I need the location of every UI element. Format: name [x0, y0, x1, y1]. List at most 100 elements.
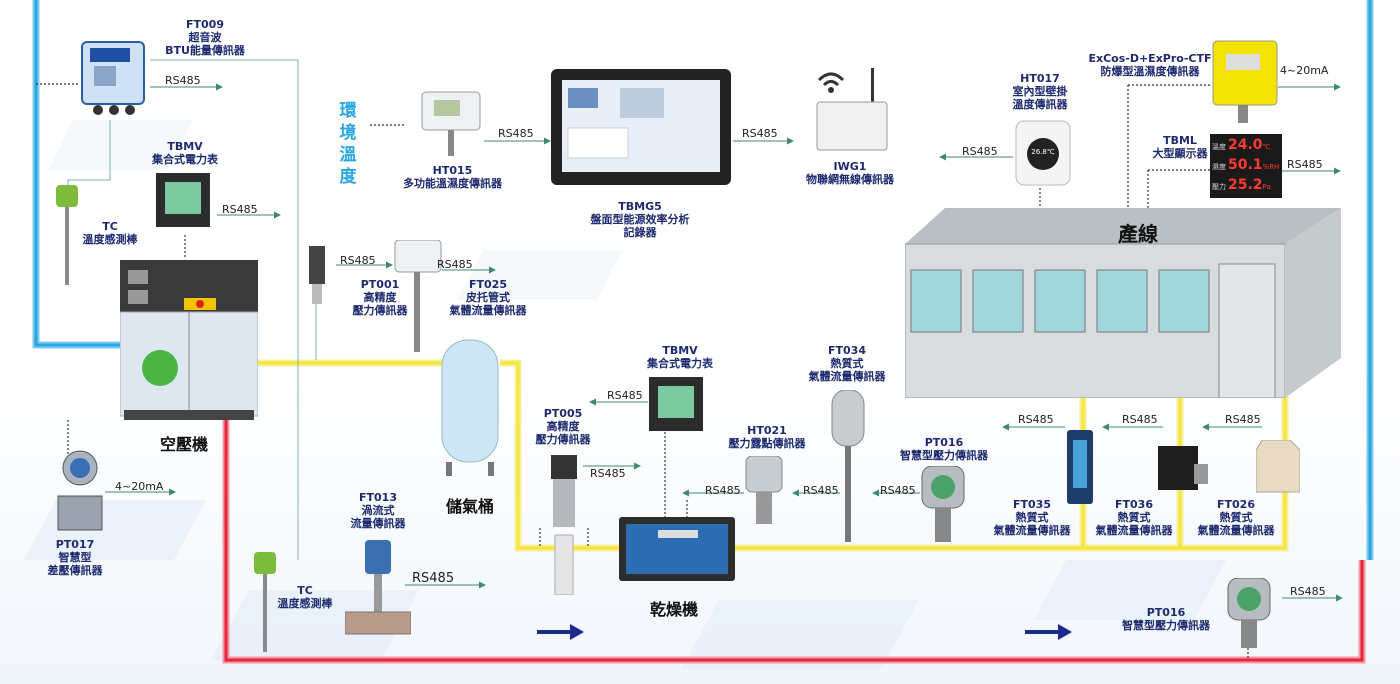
label-line: 防爆型溫濕度傳訊器: [1100, 65, 1200, 78]
label-line: 熱質式: [1117, 511, 1151, 524]
label-line: 室內型壁掛: [1012, 85, 1068, 98]
signal-rs485: RS485: [222, 203, 258, 216]
tc-probe-1: [52, 185, 82, 285]
label-line: 氣體流量傳訊器: [1197, 524, 1275, 537]
label-pt001: PT001 高精度 壓力傳訊器: [345, 278, 415, 317]
label-line: PT005: [543, 407, 583, 420]
signal-rs485: RS485: [165, 74, 201, 87]
label-line: 差壓傳訊器: [47, 564, 103, 577]
label-line: 大型顯示器: [1152, 147, 1208, 160]
pt016-pressure-transmitter-b: [1226, 577, 1272, 650]
label-line: FT034: [828, 344, 866, 357]
signal-4-20ma: 4~20mA: [1280, 64, 1329, 77]
label-line: 流量傳訊器: [350, 517, 406, 530]
ht015-transmitter: [418, 88, 484, 158]
pt005-pressure-transmitter: [547, 455, 581, 596]
ht017-wall-temp-transmitter: 26.8℃: [1015, 120, 1071, 186]
label-line: 壓力傳訊器: [535, 433, 591, 446]
label-line: IWG1: [833, 160, 867, 173]
label-line: 物聯網無線傳訊器: [806, 173, 894, 186]
signal-rs485: RS485: [1122, 413, 1158, 426]
label-line: 熱質式: [1015, 511, 1049, 524]
label-line: HT017: [1020, 72, 1060, 85]
label-line: PT016: [924, 436, 964, 449]
ft035-thermal-flow-transmitter: [1065, 430, 1095, 504]
label-ht017: HT017 室內型壁掛 溫度傳訊器: [990, 72, 1090, 111]
label-line: 度: [339, 167, 357, 187]
label-line: TC: [297, 584, 313, 597]
flow-arrow: [537, 624, 1072, 640]
label-line: 智慧型壓力傳訊器: [1122, 619, 1210, 632]
label-line: BTU能量傳訊器: [165, 44, 245, 57]
tbmv-power-meter-1: [155, 172, 211, 228]
ft034-thermal-flow-transmitter: [830, 389, 866, 546]
label-line: 超音波: [188, 31, 222, 44]
signal-rs485: RS485: [412, 571, 455, 586]
signal-rs485: RS485: [962, 145, 998, 158]
label-pt016-a: PT016 智慧型壓力傳訊器: [888, 436, 1000, 462]
ft026-thermal-flow-transmitter: [1255, 439, 1301, 496]
label-line: 溫度感測棒: [277, 597, 333, 610]
signal-rs485: RS485: [803, 484, 839, 497]
label-line: 熱質式: [830, 357, 864, 370]
label-line: PT016: [1146, 606, 1186, 619]
label-line: TBML: [1163, 134, 1197, 147]
signal-rs485: RS485: [1287, 158, 1323, 171]
label-tbml: TBML 大型顯示器: [1150, 134, 1210, 160]
label-line: 熱質式: [1219, 511, 1253, 524]
label-ht021: HT021 壓力露點傳訊器: [712, 424, 822, 450]
production-line: [904, 208, 1341, 399]
label-line: 溫度感測棒: [82, 233, 138, 246]
label-line: TBMV: [167, 140, 203, 153]
label-ft013: FT013 渦流式 流量傳訊器: [343, 491, 413, 530]
label-tank: 儲氣桶: [446, 497, 495, 516]
iwg1-wireless-gateway: [813, 68, 889, 154]
label-line: 智慧型壓力傳訊器: [900, 449, 988, 462]
excos-explosion-proof-transmitter: [1212, 40, 1278, 124]
label-line: FT009: [186, 18, 224, 31]
label-tc-2: TC 溫度感測棒: [265, 584, 345, 610]
tbmv-power-meter-2: [648, 376, 704, 432]
label-line: 壓力傳訊器: [352, 304, 408, 317]
label-line: 渦流式: [361, 504, 395, 517]
label-ft026: FT026 熱質式 氣體流量傳訊器: [1184, 498, 1288, 537]
label-line: 高精度: [546, 420, 580, 433]
label-line: ExCos-D+ExPro-CTF: [1088, 52, 1212, 65]
signal-rs485: RS485: [880, 484, 916, 497]
pt016-pressure-transmitter-a: [920, 465, 966, 544]
label-ht015: HT015 多功能溫濕度傳訊器: [390, 164, 515, 190]
label-ft034: FT034 熱質式 氣體流量傳訊器: [795, 344, 899, 383]
label-line: 環: [339, 101, 357, 121]
label-line: FT036: [1115, 498, 1153, 511]
signal-rs485: RS485: [705, 484, 741, 497]
label-line: PT001: [360, 278, 400, 291]
signal-rs485: RS485: [1018, 413, 1054, 426]
signal-rs485: RS485: [498, 127, 534, 140]
label-ft035: FT035 熱質式 氣體流量傳訊器: [980, 498, 1084, 537]
label-pt016-b: PT016 智慧型壓力傳訊器: [1110, 606, 1222, 632]
label-line: 集合式電力表: [647, 357, 713, 370]
signal-4-20ma: 4~20mA: [115, 480, 164, 493]
label-line: 溫: [339, 145, 357, 165]
label-line: TBMG5: [618, 200, 662, 213]
signal-rs485: RS485: [590, 467, 626, 480]
label-line: 氣體流量傳訊器: [993, 524, 1071, 537]
label-line: 記錄器: [623, 226, 657, 239]
label-pt005: PT005 高精度 壓力傳訊器: [528, 407, 598, 446]
label-tbmv-2: TBMV 集合式電力表: [625, 344, 735, 370]
tbmg5-panel-recorder: [550, 68, 732, 186]
label-line: 氣體流量傳訊器: [1095, 524, 1173, 537]
signal-rs485: RS485: [607, 389, 643, 402]
label-line: PT017: [55, 538, 95, 551]
tc-probe-2: [250, 552, 280, 652]
signal-rs485: RS485: [742, 127, 778, 140]
signal-rs485: RS485: [437, 258, 473, 271]
signal-rs485: RS485: [340, 254, 376, 267]
label-line: FT025: [469, 278, 507, 291]
label-pt017: PT017 智慧型 差壓傳訊器: [30, 538, 120, 577]
label-line: 壓力露點傳訊器: [728, 437, 806, 450]
label-line: HT015: [432, 164, 473, 177]
